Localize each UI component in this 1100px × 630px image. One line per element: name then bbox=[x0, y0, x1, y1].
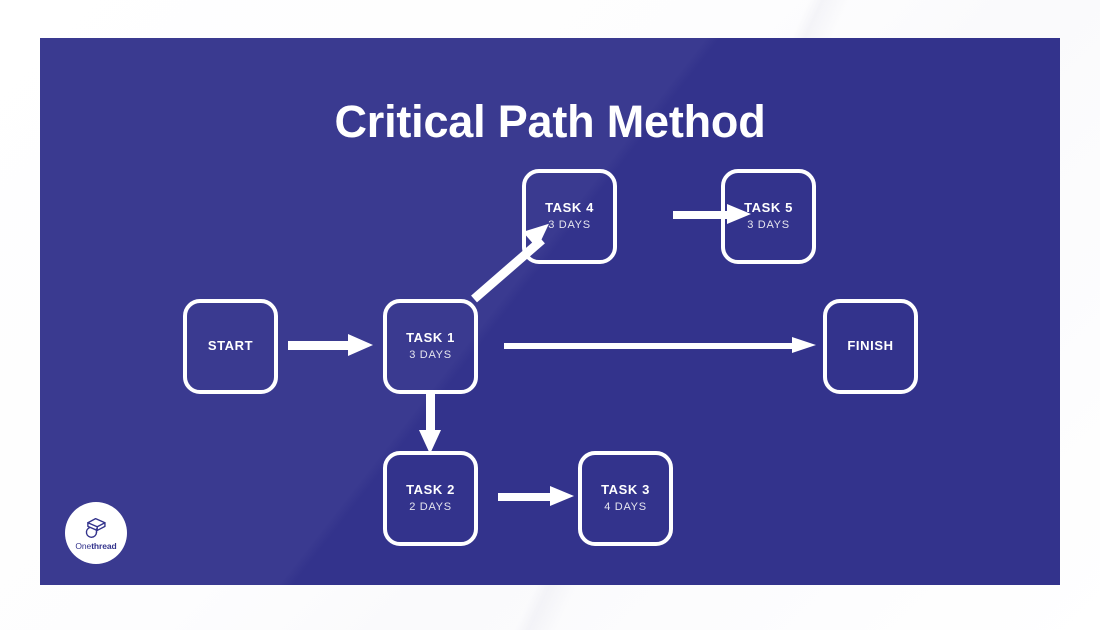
isometric-cube-icon bbox=[85, 518, 106, 539]
logo-wordmark: Onethread bbox=[75, 542, 116, 551]
arrow-task1-to-finish bbox=[504, 337, 819, 354]
arrow-head-icon bbox=[792, 337, 816, 353]
arrow-start-to-task1 bbox=[288, 334, 375, 357]
node-task2[interactable]: TASK 2 2 DAYS bbox=[383, 451, 478, 546]
logo-name-suffix: thread bbox=[91, 541, 117, 552]
arrow-shaft bbox=[504, 342, 794, 349]
logo-name-prefix: One bbox=[75, 541, 92, 552]
onethread-logo: Onethread bbox=[65, 502, 127, 564]
node-label: TASK 2 bbox=[406, 482, 455, 498]
arrow-shaft bbox=[426, 394, 435, 432]
slide-canvas: Critical Path Method START TASK 1 3 DAYS… bbox=[40, 38, 1060, 585]
page-title: Critical Path Method bbox=[334, 96, 766, 147]
node-duration: 3 DAYS bbox=[548, 218, 591, 231]
node-label: TASK 1 bbox=[406, 330, 455, 346]
node-duration: 4 DAYS bbox=[604, 500, 647, 513]
node-label: FINISH bbox=[847, 338, 894, 354]
node-task5[interactable]: TASK 5 3 DAYS bbox=[721, 169, 816, 264]
node-task4[interactable]: TASK 4 3 DAYS bbox=[522, 169, 617, 264]
arrow-head-icon bbox=[419, 430, 441, 454]
node-task3[interactable]: TASK 3 4 DAYS bbox=[578, 451, 673, 546]
arrow-shaft bbox=[673, 210, 729, 219]
arrow-head-icon bbox=[727, 204, 751, 224]
node-label: TASK 4 bbox=[545, 200, 594, 216]
node-duration: 3 DAYS bbox=[747, 218, 790, 231]
arrow-task2-to-task3 bbox=[498, 486, 578, 507]
node-label: TASK 3 bbox=[601, 482, 650, 498]
arrow-task4-to-task5 bbox=[673, 204, 755, 225]
node-task1[interactable]: TASK 1 3 DAYS bbox=[383, 299, 478, 394]
node-finish[interactable]: FINISH bbox=[823, 299, 918, 394]
node-start[interactable]: START bbox=[183, 299, 278, 394]
node-duration: 3 DAYS bbox=[409, 348, 452, 361]
node-label: START bbox=[207, 338, 254, 354]
node-duration: 2 DAYS bbox=[409, 500, 452, 513]
arrow-head-icon bbox=[550, 486, 574, 506]
arrow-task1-to-task2 bbox=[419, 394, 442, 454]
node-label: TASK 5 bbox=[744, 200, 793, 216]
arrow-head-icon bbox=[348, 334, 373, 356]
arrow-shaft bbox=[498, 492, 552, 501]
arrow-shaft bbox=[288, 341, 350, 350]
